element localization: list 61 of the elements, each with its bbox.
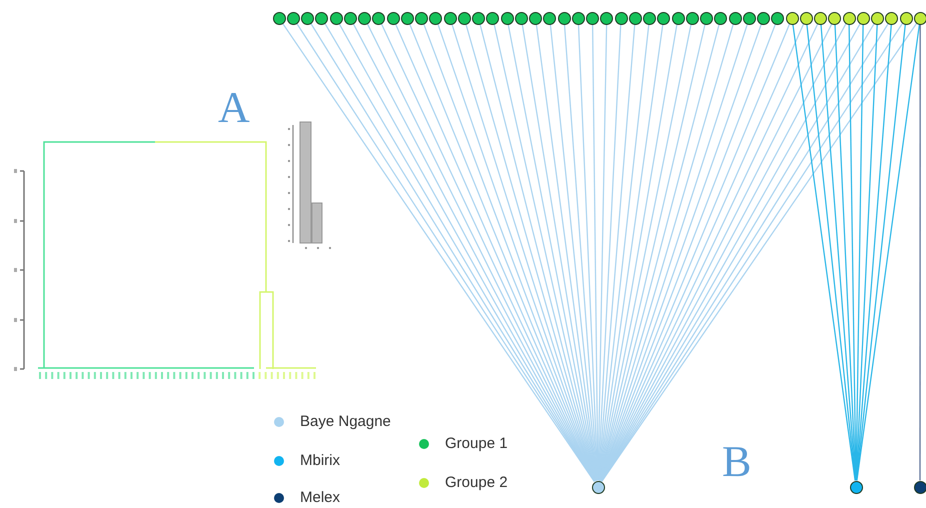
legend-label: Mbirix <box>300 452 340 470</box>
node-circle <box>344 12 357 24</box>
node-circle <box>500 12 514 24</box>
node-circle <box>850 480 862 494</box>
node-circle <box>757 12 770 24</box>
node-circle <box>572 12 585 24</box>
node-circle <box>444 12 456 24</box>
node-circle <box>386 12 400 24</box>
node-circle <box>486 12 500 24</box>
node-circle <box>301 12 314 24</box>
node-circle <box>600 12 614 24</box>
panel-letter: A <box>218 86 250 130</box>
node-circle <box>472 12 485 24</box>
node-circle <box>372 12 386 24</box>
node-circle <box>286 12 300 24</box>
node-circle <box>628 12 642 24</box>
node-circle <box>272 12 286 24</box>
node-circle <box>856 12 870 24</box>
node-circle <box>800 12 813 24</box>
node-circle <box>657 12 670 24</box>
node-circle <box>728 12 742 24</box>
node-circle <box>900 12 912 24</box>
node-circle <box>871 12 884 24</box>
node-circle <box>315 12 328 24</box>
node-circle <box>400 12 414 24</box>
node-circle <box>358 12 371 24</box>
node-circle <box>586 12 599 24</box>
node-circle <box>429 12 442 24</box>
node-circle <box>771 12 784 24</box>
connector-line <box>919 24 921 480</box>
node-circle <box>330 12 342 24</box>
panel-letter: B <box>722 440 752 484</box>
connector-line <box>806 24 856 481</box>
legend-label: Baye Ngagne <box>300 413 391 431</box>
connector-line <box>792 24 856 481</box>
connector-line <box>856 24 920 481</box>
node-circle <box>914 480 926 494</box>
legend-label: Groupe 1 <box>445 435 508 453</box>
node-circle <box>514 12 528 24</box>
legend-label: Melex <box>300 489 340 507</box>
node-circle <box>543 12 556 24</box>
node-circle <box>686 12 699 24</box>
node-circle <box>614 12 628 24</box>
node-circle <box>529 12 542 24</box>
node-circle <box>643 12 656 24</box>
node-circle <box>700 12 713 24</box>
node-circle <box>786 12 798 24</box>
node-circle <box>814 12 827 24</box>
node-circle <box>842 12 856 24</box>
legend-label: Groupe 2 <box>445 474 508 492</box>
node-circle <box>714 12 728 24</box>
node-circle <box>885 12 898 24</box>
node-circle <box>914 12 926 24</box>
connector-line <box>856 24 906 481</box>
node-circle <box>458 12 471 24</box>
node-circle <box>592 480 604 494</box>
node-circle <box>742 12 756 24</box>
node-circle <box>672 12 684 24</box>
node-circle <box>828 12 842 24</box>
node-circle <box>415 12 428 24</box>
node-circle <box>558 12 570 24</box>
